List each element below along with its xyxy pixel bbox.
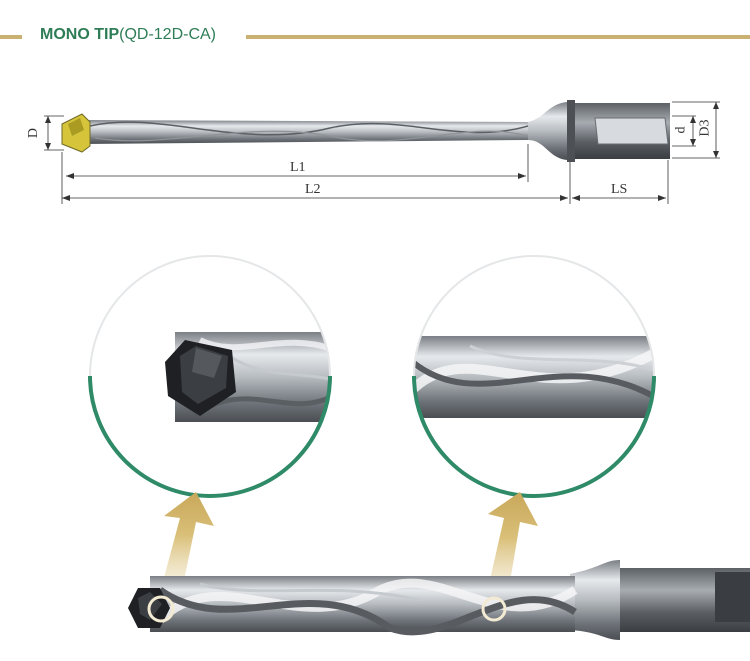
photo-marker-flute — [481, 596, 507, 622]
dim-label-d: d — [673, 126, 689, 134]
title-rule-left — [0, 35, 22, 39]
dim-label-L1: L1 — [290, 160, 306, 175]
title-bar: MONO TIP(QD-12D-CA) — [0, 24, 750, 50]
arrow-to-tip — [158, 492, 214, 600]
drill-drawing — [44, 100, 720, 204]
photo-marker-tip — [147, 595, 175, 623]
product-name: MONO TIP — [40, 26, 120, 43]
shank-collar — [567, 100, 575, 162]
dim-label-L2: L2 — [305, 182, 321, 197]
shank-flat — [594, 117, 669, 145]
product-code: (QD-12D-CA) — [119, 26, 216, 43]
title-rule-right — [246, 35, 750, 39]
drill-photo — [128, 560, 750, 640]
zoom-circle-tip — [88, 255, 332, 498]
dim-label-D: D — [26, 127, 42, 139]
drill-neck — [528, 102, 567, 160]
dim-label-LS: LS — [611, 182, 628, 197]
zoom-circle-flute — [412, 255, 656, 498]
dim-label-D3: D3 — [697, 119, 713, 137]
page-title: MONO TIP(QD-12D-CA) — [40, 26, 216, 44]
